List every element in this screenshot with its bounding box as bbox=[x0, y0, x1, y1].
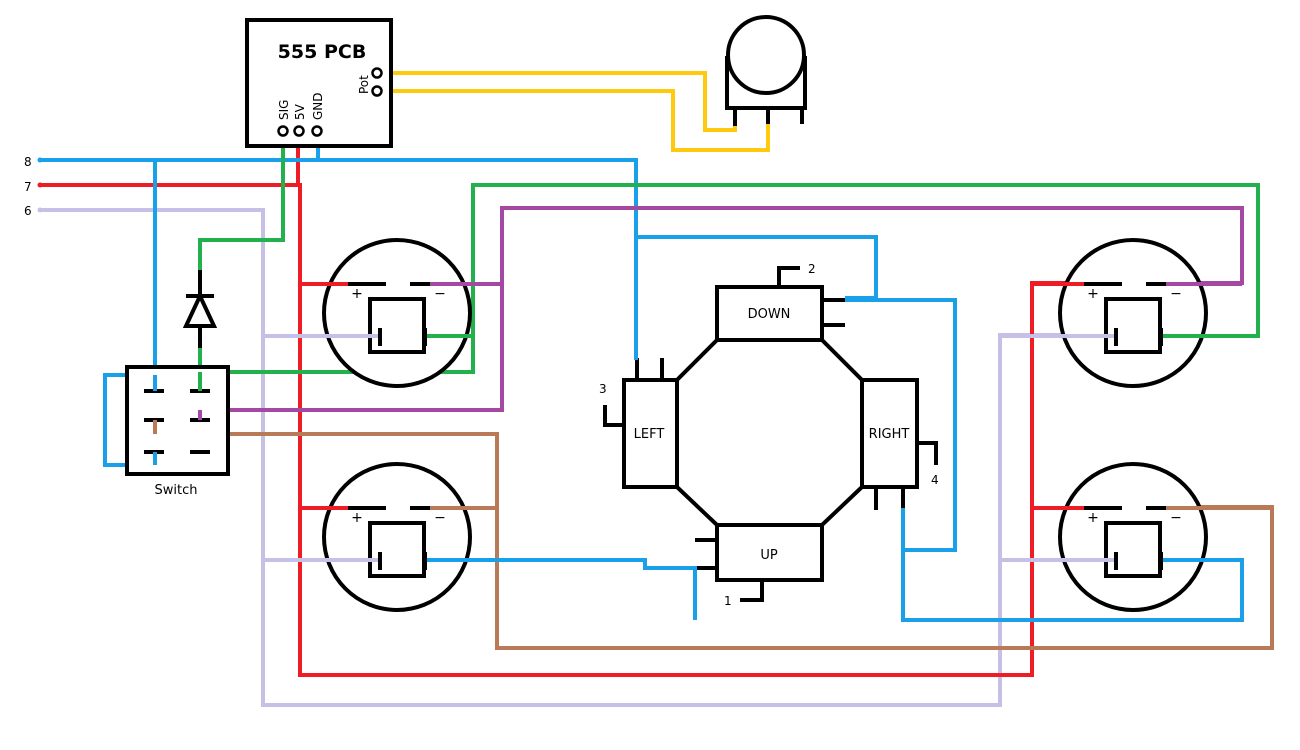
pin-gnd-label: GND bbox=[311, 92, 325, 120]
arcade-button-bottom-left: + − bbox=[322, 462, 472, 612]
wire-label-7: 7 bbox=[24, 180, 32, 194]
wire-label-6: 6 bbox=[24, 204, 32, 218]
pin-gnd bbox=[311, 125, 323, 137]
button-minus-label: − bbox=[1170, 286, 1182, 302]
joystick-pin-2-label: 2 bbox=[808, 262, 816, 276]
button-minus-label: − bbox=[434, 286, 446, 302]
wire-blue-switch bbox=[103, 160, 157, 467]
arcade-button-top-left: + − bbox=[322, 238, 472, 388]
joystick-pin-3-label: 3 bbox=[599, 382, 607, 396]
microswitch-left bbox=[622, 378, 679, 489]
pin-5v bbox=[293, 125, 305, 137]
pin-pot-2 bbox=[371, 85, 383, 97]
joystick-pin-4-label: 4 bbox=[931, 473, 939, 487]
wire-7-end bbox=[37, 182, 43, 188]
wire-green-sig bbox=[198, 132, 285, 270]
wire-8-end bbox=[37, 157, 43, 163]
button-plus-label: + bbox=[351, 286, 363, 302]
toggle-switch: Switch bbox=[125, 365, 230, 498]
microswitch-down-label: DOWN bbox=[748, 307, 791, 322]
potentiometer bbox=[725, 15, 807, 126]
wire-label-8: 8 bbox=[24, 155, 32, 169]
button-plus-label: + bbox=[1087, 510, 1099, 526]
joystick-pin-1-label: 1 bbox=[724, 594, 732, 608]
microswitch-up-label: UP bbox=[760, 548, 778, 563]
microswitch-right-label: RIGHT bbox=[869, 427, 910, 442]
joystick: DOWN 2 LEFT 3 RIGHT 4 UP 1 bbox=[599, 262, 939, 608]
pcb-title: 555 PCB bbox=[278, 41, 367, 63]
button-plus-label: + bbox=[1087, 286, 1099, 302]
switch-label: Switch bbox=[155, 483, 198, 498]
microswitch-down bbox=[715, 285, 824, 342]
pin-pot-1 bbox=[371, 67, 383, 79]
wire-6-end bbox=[37, 207, 43, 213]
wire-blue-down-right bbox=[845, 298, 957, 552]
button-minus-label: − bbox=[1170, 510, 1182, 526]
pin-sig bbox=[277, 125, 289, 137]
microswitch-right bbox=[860, 378, 919, 489]
microswitch-left-label: LEFT bbox=[634, 427, 665, 442]
arcade-button-bottom-right: + − bbox=[1058, 462, 1208, 612]
pin-5v-label: 5V bbox=[293, 103, 307, 120]
button-minus-label: − bbox=[434, 510, 446, 526]
pcb-555: 555 PCB SIG 5V GND Pot bbox=[245, 18, 393, 148]
wire-yellow-1 bbox=[378, 71, 737, 132]
pin-sig-label: SIG bbox=[277, 100, 291, 120]
pin-pot-label: Pot bbox=[357, 75, 371, 94]
microswitch-up bbox=[715, 523, 824, 582]
button-plus-label: + bbox=[351, 510, 363, 526]
arcade-button-top-right: + − bbox=[1058, 238, 1208, 388]
diode bbox=[182, 270, 218, 348]
wire-yellow-2 bbox=[378, 89, 770, 152]
